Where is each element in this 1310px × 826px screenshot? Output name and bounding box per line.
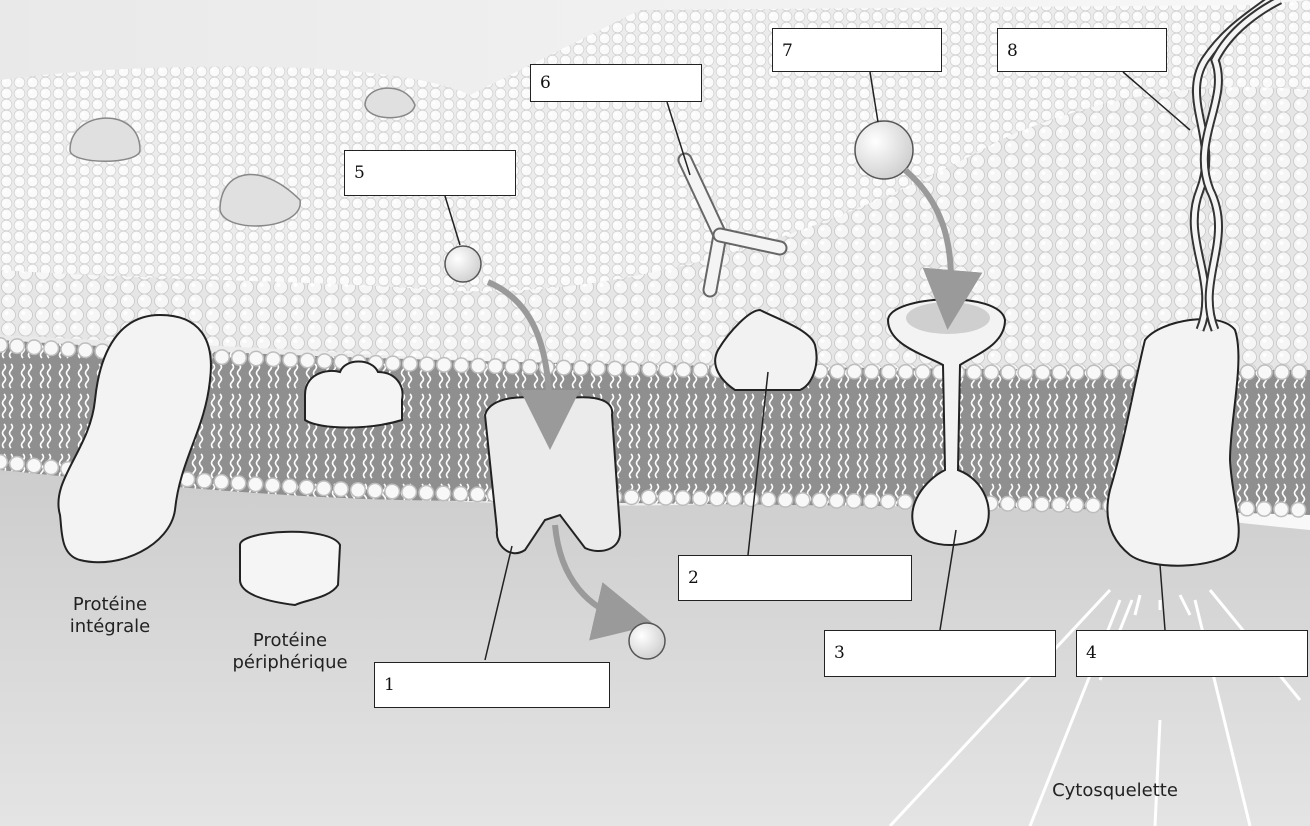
callout-1[interactable]: 1 — [374, 662, 610, 708]
peripheral-protein-lower — [240, 532, 340, 605]
callout-8[interactable]: 8 — [997, 28, 1167, 72]
callout-number: 2 — [688, 568, 699, 588]
callout-7[interactable]: 7 — [772, 28, 942, 72]
callout-2[interactable]: 2 — [678, 555, 912, 601]
callout-number: 4 — [1086, 643, 1097, 663]
label-line: Protéine — [40, 594, 180, 616]
label-line: Protéine — [210, 630, 370, 652]
callout-number: 7 — [782, 41, 793, 61]
callout-5[interactable]: 5 — [344, 150, 516, 196]
callout-6[interactable]: 6 — [530, 64, 702, 102]
integral-protein-label: Protéine intégrale — [40, 594, 180, 638]
callout-number: 8 — [1007, 41, 1018, 61]
label-line: périphérique — [210, 652, 370, 674]
callout-number: 1 — [384, 675, 395, 695]
callout-number: 3 — [834, 643, 845, 663]
molecule-5 — [445, 246, 481, 282]
callout-3[interactable]: 3 — [824, 630, 1056, 677]
callout-number: 5 — [354, 163, 365, 183]
molecule-out — [629, 623, 665, 659]
label-line: intégrale — [40, 616, 180, 638]
callout-4[interactable]: 4 — [1076, 630, 1308, 677]
peripheral-protein-label: Protéine périphérique — [210, 630, 370, 674]
receptor-site — [906, 302, 990, 334]
molecule-7 — [855, 121, 913, 179]
callout-number: 6 — [540, 73, 551, 93]
cytoskeleton-label: Cytosquelette — [1040, 780, 1190, 802]
